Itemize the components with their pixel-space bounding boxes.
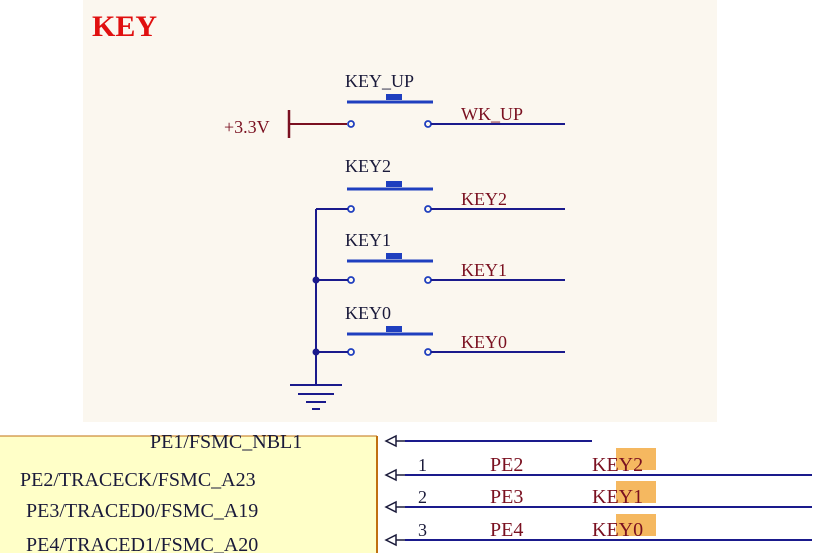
- pin-number: 2: [418, 487, 427, 507]
- pin-numbers: 1 2 3: [418, 455, 427, 540]
- port-name: PE3: [490, 486, 523, 508]
- switch-name: KEY0: [345, 303, 391, 323]
- switch-key-up: KEY_UP WK_UP: [345, 71, 565, 128]
- pin-number: 3: [418, 520, 427, 540]
- ground-bus: [315, 208, 348, 385]
- switch-key2: KEY2 KEY2: [345, 156, 565, 213]
- switch-name: KEY2: [345, 156, 391, 176]
- mcu-net-name: KEY0: [592, 519, 643, 541]
- pin-leads: [384, 434, 405, 547]
- port-name: PE2: [490, 454, 523, 476]
- mcu-net-names: KEY2 KEY1 KEY0: [592, 454, 643, 541]
- pin-label: PE3/TRACED0/FSMC_A19: [26, 500, 258, 522]
- switch-key0: KEY0 KEY0: [345, 303, 565, 356]
- pin-label: PE2/TRACECK/FSMC_A23: [20, 469, 256, 491]
- search-highlights: [616, 448, 656, 536]
- junction-dot: [312, 276, 320, 284]
- net-label: WK_UP: [461, 104, 523, 124]
- mcu-net-name: KEY1: [592, 486, 643, 508]
- mcu-pin-box: [0, 436, 377, 553]
- junction-dot: [312, 348, 320, 356]
- pin-number: 1: [418, 455, 427, 475]
- ground-symbol: [290, 384, 342, 410]
- switch-key1: KEY1 KEY1: [345, 230, 565, 284]
- mcu-net-name: KEY2: [592, 454, 643, 476]
- pin-label: PE4/TRACED1/FSMC_A20: [26, 534, 258, 553]
- switch-name: KEY_UP: [345, 71, 414, 91]
- net-label: KEY2: [461, 189, 507, 209]
- schematic-title: KEY: [92, 10, 157, 43]
- mcu-wires: [405, 440, 812, 541]
- pin-label: PE1/FSMC_NBL1: [150, 431, 302, 453]
- net-label: KEY0: [461, 332, 507, 352]
- net-label: KEY1: [461, 260, 507, 280]
- switch-name: KEY1: [345, 230, 391, 250]
- power-label: +3.3V: [224, 117, 270, 137]
- schematic-panel: [83, 0, 717, 422]
- mcu-pin-labels: PE1/FSMC_NBL1 PE2/TRACECK/FSMC_A23 PE3/T…: [20, 431, 302, 553]
- port-name: PE4: [490, 519, 523, 541]
- port-names: PE2 PE3 PE4: [490, 454, 523, 541]
